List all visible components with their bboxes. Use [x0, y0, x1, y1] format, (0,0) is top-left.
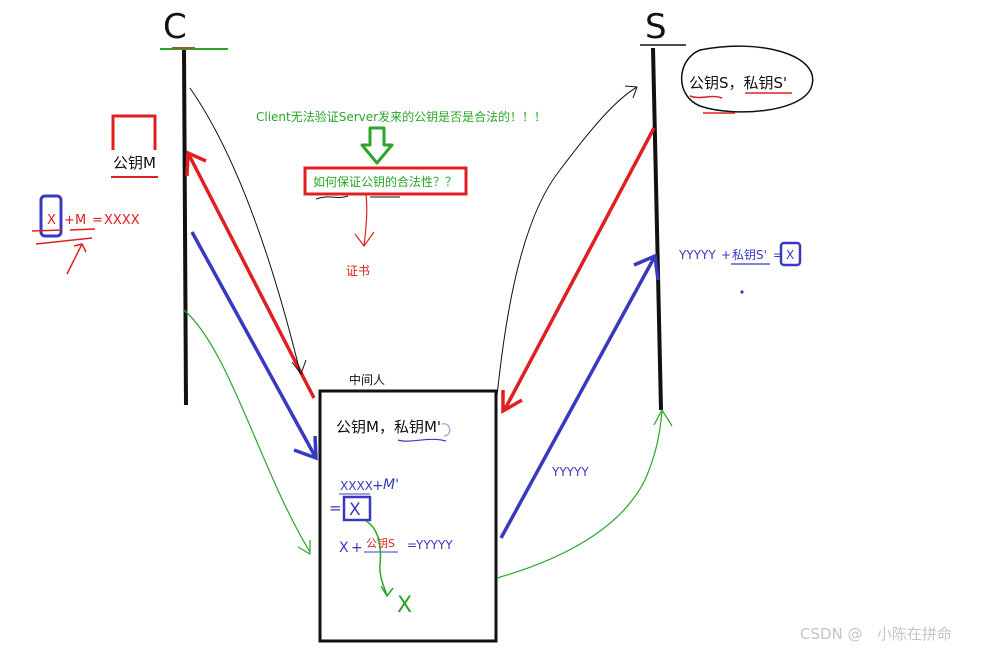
server-formula-result: X — [786, 248, 794, 262]
blue-arrowhead-mitm — [293, 435, 318, 461]
server-label: S — [645, 7, 667, 47]
mitm-title: 中间人 — [349, 372, 385, 387]
mitm-green-arrow — [365, 520, 394, 598]
server-x-box — [779, 241, 802, 267]
mitm-box — [318, 389, 498, 643]
mitm-encrypt-plus: + — [351, 540, 363, 556]
blue-arrow-client-to-mitm — [190, 231, 318, 459]
mitm-decrypt-result: X — [349, 500, 361, 520]
mitm-keys-underline — [397, 438, 447, 442]
answer-text: 证书 — [346, 264, 370, 278]
client-x-box — [39, 194, 63, 238]
client-public-key: 公钥M — [113, 154, 156, 172]
mitm-keys-label: 公钥M，私钥M' — [336, 418, 441, 436]
client-formula-plus: + — [64, 213, 75, 228]
client-formula-x: X — [47, 213, 56, 228]
mitm-decrypt-plus: + — [372, 478, 384, 494]
answer-arrow — [354, 194, 375, 248]
black-curve-mitm-to-server — [496, 85, 638, 397]
mitm-encrypt-key: 公钥S — [366, 536, 395, 550]
red-arrow-server-to-mitm — [503, 127, 656, 410]
green-curve-client-to-mitm — [183, 309, 311, 556]
blue-arrow-label: YYYYY — [551, 465, 589, 479]
client-formula-equals: = — [92, 213, 103, 228]
server-formula-lhs: YYYYY — [678, 248, 716, 262]
client-formula-m: M — [75, 213, 86, 228]
down-arrow-icon — [360, 126, 394, 165]
server-formula-equals: = — [773, 248, 783, 262]
mitm-encrypt-equals: = — [407, 538, 417, 552]
client-timeline — [182, 49, 188, 406]
question-text: 如何保证公钥的合法性？？ — [313, 174, 457, 189]
mitm-decrypt-equals: = — [329, 499, 342, 517]
client-formula-scribble — [31, 228, 96, 245]
mitm-final-x: X — [397, 593, 412, 618]
red-arrowhead-mitm — [501, 390, 523, 415]
server-keys-label: 公钥S，私钥S' — [689, 74, 787, 92]
client-label: C — [163, 7, 187, 47]
mitm-encrypt-result: YYYYY — [415, 538, 453, 552]
client-side: C 公钥M X + M = XXXX — [31, 7, 228, 406]
blue-arrowhead-server — [633, 253, 660, 281]
client-key-box — [111, 114, 157, 150]
black-curve-client-to-mitm — [189, 87, 307, 376]
watermark: CSDN @ 小陈在拼命 — [800, 625, 952, 643]
server-timeline — [651, 47, 663, 411]
mitm-decrypt-key: M' — [383, 477, 399, 493]
server-keys-underline — [689, 92, 792, 114]
flow-arrows: YYYYY — [183, 85, 673, 579]
question-underline — [315, 195, 400, 200]
client-formula-result: XXXX — [104, 213, 140, 228]
blue-arrow-mitm-to-server — [499, 255, 657, 539]
server-side: S 公钥S，私钥S' YYYYY + 私钥S' = X — [640, 7, 814, 411]
mitm-keys-mark — [441, 423, 451, 437]
mitm-x-box — [342, 495, 372, 522]
server-dot — [740, 290, 744, 294]
mitm-group: 中间人 公钥M，私钥M' XXXX + M' = X X + 公钥S = YYY… — [318, 372, 498, 643]
red-arrow-mitm-to-client — [186, 152, 316, 399]
server-formula-key: 私钥S' — [732, 248, 767, 262]
mitm-decrypt-lhs: XXXX — [340, 479, 373, 493]
warning-group: Client无法验证Server发来的公钥是否是合法的！！！ 如何保证公钥的合法… — [256, 109, 546, 278]
mitm-encrypt-x: X — [339, 540, 349, 556]
green-curve-mitm-to-server — [496, 408, 673, 579]
warning-text: Client无法验证Server发来的公钥是否是合法的！！！ — [256, 109, 546, 124]
server-keys-oval — [680, 45, 814, 113]
client-formula-arrow — [66, 243, 87, 275]
server-formula-plus: + — [721, 248, 731, 262]
question-box — [303, 166, 468, 196]
red-arrowhead-client — [185, 150, 207, 177]
